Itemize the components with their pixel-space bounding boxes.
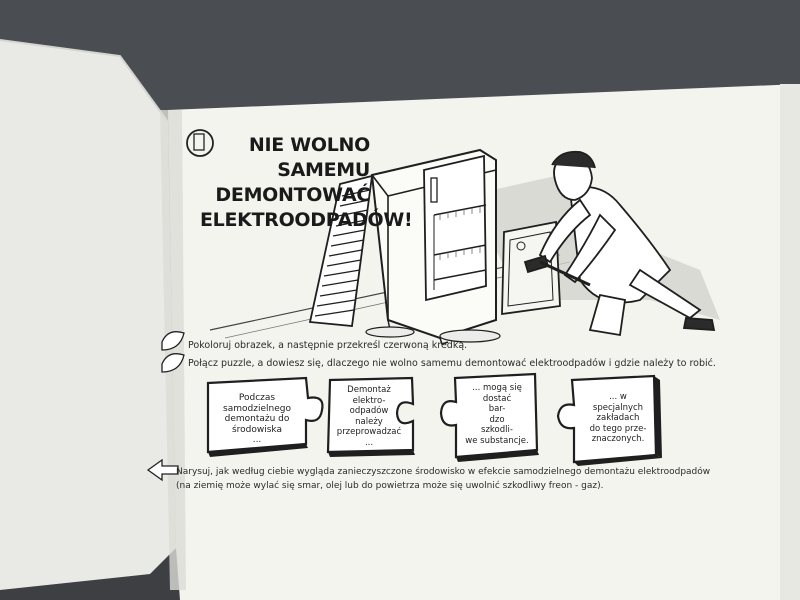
puzzle-text-2: Demontaż elektro- odpadów należy przepro… [336, 385, 402, 448]
puzzle-text-4: ... w specjalnych zakładach do tego prze… [589, 392, 647, 444]
right-page [168, 84, 800, 600]
instruction-puzzle-icon [161, 353, 185, 373]
puzzle-text-1: Podczas samodzielnego demontażu do środo… [223, 393, 291, 445]
page-title: NIE WOLNO SAMEMU DEMONTOWAĆ ELEKTROODPAD… [200, 133, 413, 233]
puzzle-piece-1[interactable] [206, 376, 324, 457]
drawing-instruction-line-2: (na ziemię może wylać się smar, olej lub… [176, 481, 604, 491]
drawing-instruction-line-1: Narysuj, jak według ciebie wygląda zanie… [176, 467, 711, 477]
title-line-2: SAMEMU [277, 159, 370, 181]
title-line-1: NIE WOLNO [248, 134, 370, 156]
man-illustration [523, 150, 716, 337]
left-arrow-icon [146, 458, 179, 482]
puzzle-piece-2[interactable] [326, 376, 415, 457]
instruction-color: Pokoloruj obrazek, a następnie przekreśl… [188, 340, 468, 351]
instruction-color-icon [161, 331, 185, 351]
page-number-icon [186, 129, 214, 157]
left-page [0, 40, 176, 590]
title-line-3: DEMONTOWAĆ [215, 184, 370, 206]
instruction-puzzle: Połącz puzzle, a dowiesz się, dlaczego n… [188, 358, 716, 369]
fridge-grate-illustration [308, 174, 374, 327]
puzzle-text-3: ... mogą się dostać bar- dzo szkodli- we… [465, 383, 529, 446]
puzzle-piece-4[interactable] [556, 374, 662, 466]
fridge-illustration [370, 148, 497, 345]
title-line-4: ELEKTROODPADÓW! [200, 209, 413, 231]
puzzle-piece-3[interactable] [439, 372, 539, 462]
